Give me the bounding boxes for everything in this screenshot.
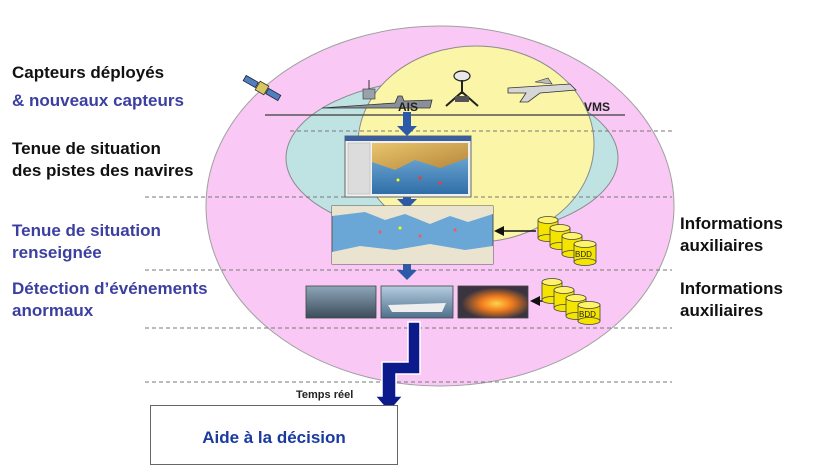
event-photo-3 <box>457 285 529 319</box>
database-arrows <box>494 226 544 306</box>
intel-label-line-1: Tenue de situation <box>12 221 161 240</box>
database-label-1: BDD <box>575 250 592 259</box>
aux-info-1-line-1: Informations <box>680 214 783 233</box>
ais-tag: AIS <box>398 100 419 114</box>
tracking-label: Tenue de situation des pistes des navire… <box>12 138 193 182</box>
radar-antenna-icon <box>445 70 479 107</box>
mediterranean-map <box>331 205 494 265</box>
intel-label-line-2: renseignée <box>12 242 102 262</box>
decision-support-label: Aide à la décision <box>202 428 346 447</box>
sensors-label-line-1: Capteurs déployés <box>12 63 165 82</box>
event-photos <box>305 285 529 319</box>
intel-label: Tenue de situation renseignée <box>12 220 161 264</box>
aux-info-label-2: Informations auxiliaires <box>680 278 783 322</box>
flow-arrow-1 <box>397 112 417 136</box>
new-sensors-label: & nouveaux capteurs <box>12 90 184 112</box>
detection-label-line-2: anormaux <box>12 300 94 320</box>
database-stack-1: BDD <box>537 216 597 266</box>
aux-info-label-1: Informations auxiliaires <box>680 213 783 257</box>
decision-support-box: Aide à la décision <box>150 405 398 465</box>
tracking-label-line-1: Tenue de situation <box>12 139 161 158</box>
tracking-label-line-2: des pistes des navires <box>12 160 194 180</box>
event-photo-2 <box>380 285 454 319</box>
sensors-label: Capteurs déployés <box>12 62 164 84</box>
aux-info-2-line-1: Informations <box>680 279 783 298</box>
tracking-software-screenshot <box>344 135 472 198</box>
maritime-surveillance-diagram: BDD BDD <box>145 25 675 414</box>
dashed-separators <box>145 130 672 383</box>
aircraft-icon <box>507 77 577 103</box>
decision-arrow <box>373 321 421 414</box>
detection-label-line-1: Détection d’événements <box>12 279 208 298</box>
flow-arrow-3 <box>397 258 417 280</box>
aux-info-2-line-2: auxiliaires <box>680 300 764 320</box>
realtime-tag: Temps réel <box>296 389 354 401</box>
sensors-label-line-2: & nouveaux capteurs <box>12 91 184 110</box>
event-photo-1 <box>305 285 377 319</box>
database-stack-2: BDD <box>541 278 601 325</box>
warship-icon <box>321 80 433 109</box>
detection-label: Détection d’événements anormaux <box>12 278 208 322</box>
aux-info-1-line-2: auxiliaires <box>680 235 764 255</box>
vms-tag: VMS <box>584 100 611 114</box>
satellite-icon <box>242 74 282 102</box>
database-label-2: BDD <box>579 310 596 319</box>
